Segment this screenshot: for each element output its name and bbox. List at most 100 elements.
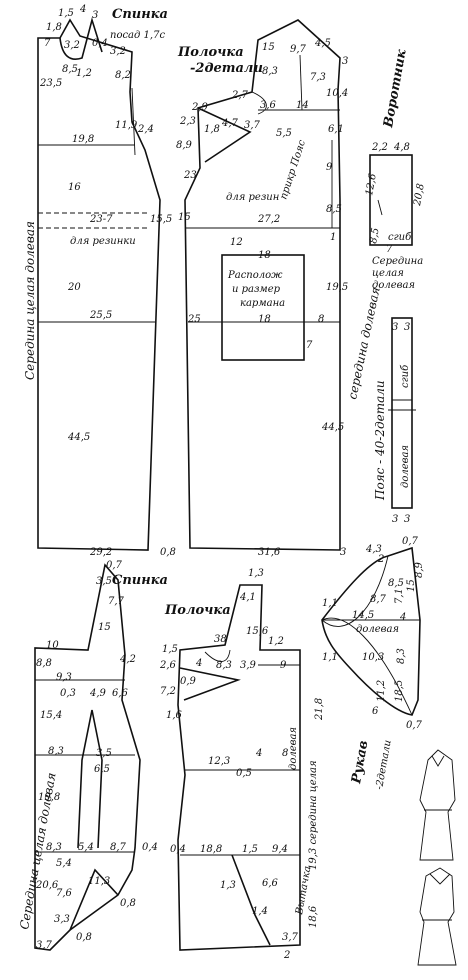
num-b9: 0,3	[60, 688, 76, 699]
num-b22: 5,4	[56, 858, 72, 869]
dress-illustration-back	[417, 867, 457, 966]
num-n55: 44,5	[321, 422, 344, 433]
num-n16: 16	[68, 182, 81, 193]
num-b55: 3,7	[282, 932, 299, 943]
num-b32: 38	[214, 634, 227, 645]
dress-illustration-front	[419, 749, 456, 861]
num-b23: 7,6	[56, 888, 73, 899]
num-n30: 2,7	[231, 90, 249, 101]
num-b6: 10	[46, 640, 59, 651]
num-b7: 8,8	[36, 658, 52, 669]
num-b35: 2,6	[159, 660, 177, 671]
num-n15: 19,8	[72, 134, 94, 145]
sgib-belt: сгиб	[400, 364, 411, 388]
num-b63: 15	[406, 579, 417, 592]
dlya-rezinki-text: для резинки	[70, 236, 136, 247]
num-n49: 1	[330, 232, 336, 243]
num-b60: 0,7	[402, 536, 419, 547]
dlya-rezin-text: для резин	[226, 192, 279, 203]
poyas-dolevaya: долевая	[400, 445, 411, 488]
back-top-piece	[37, 17, 161, 551]
num-n9: 0,4	[92, 38, 108, 49]
num-b40: 7,2	[160, 686, 176, 697]
num-b24: 11,3	[88, 876, 110, 887]
num-n50: 19,5	[326, 282, 348, 293]
num-b67: 4	[399, 612, 406, 623]
num-b42: 1,6	[166, 710, 183, 721]
num-b10: 4,9	[89, 688, 107, 699]
num-n17: 23-7	[89, 214, 113, 225]
num-b46: 4	[255, 748, 262, 759]
seredina-left-vertical: Середина целая долевая	[23, 221, 37, 380]
num-b61: 8,7	[370, 594, 387, 605]
polochka-top-subtitle: -2детали	[190, 61, 263, 76]
num-b36: 4	[195, 658, 202, 669]
num-b12: 15,4	[40, 710, 62, 721]
num-n29: 7,3	[310, 72, 326, 83]
num-n20: 25,5	[89, 310, 112, 321]
front-top-piece	[184, 19, 341, 551]
num-b57b: 2	[377, 554, 384, 565]
num-n62: 8,5	[368, 227, 382, 245]
karmana-text: кармана	[240, 298, 285, 309]
num-b54: 1,4	[252, 906, 268, 917]
num-b37: 8,3	[216, 660, 232, 671]
num-b53: 6,6	[262, 878, 279, 889]
num-b69: 8,3	[396, 648, 407, 664]
num-b21: 20,6	[35, 880, 59, 891]
num-n21: 44,5	[67, 432, 90, 443]
num-n37: 14	[296, 100, 309, 111]
num-b52: 1,3	[220, 880, 236, 891]
num-b38: 3,9	[240, 660, 257, 671]
num-n46: 8,5	[326, 204, 342, 215]
num-n43: 9	[326, 162, 333, 173]
num-n18: 15,5	[150, 214, 172, 225]
num-b33: 1,2	[268, 636, 284, 647]
num-n41: 6,1	[328, 124, 344, 135]
num-b74: 6	[372, 706, 379, 717]
num-n28: 8,3	[262, 66, 278, 77]
num-b8: 9,3	[56, 672, 72, 683]
num-n13: 11,9	[115, 120, 138, 131]
num-b20: 0,4	[142, 842, 158, 853]
num-b72: 18,5	[394, 680, 405, 702]
num-n22: 29,2	[89, 547, 112, 558]
i-razmer-text: и размер	[232, 284, 281, 295]
num-b68: 10,3	[362, 652, 384, 663]
rukav-subtitle: -2детали	[374, 739, 394, 790]
vorotnik-mid-2: целая	[372, 268, 404, 279]
num-b2: 3,5	[96, 576, 112, 587]
num-b57: 2	[283, 950, 290, 961]
rukav-title: Рукав	[349, 739, 371, 785]
prikr-poyas-text: прикр Пояс	[278, 138, 308, 201]
num-b51: 9,4	[272, 844, 288, 855]
num-n26: 4,5	[314, 38, 331, 49]
num-n59: 4,8	[393, 142, 410, 153]
polochka-bottom-title: Полочка	[164, 603, 231, 618]
num-b43: 21,8	[314, 698, 325, 721]
num-n19: 20	[67, 282, 81, 293]
num-n61: 20,8	[412, 183, 427, 208]
num-b73: 0,7	[406, 720, 423, 731]
num-n2: 4	[79, 4, 86, 15]
num-b3: 7,7	[108, 596, 125, 607]
vorotnik-mid-1: Середина	[372, 256, 423, 267]
seredina-tselaya-bottom: 19,3 середина целая	[308, 760, 319, 870]
num-n5: 7	[44, 38, 51, 49]
num-n57: 3	[340, 547, 346, 558]
vorotnik-title: Воротник	[381, 48, 410, 129]
num-n67: 3	[404, 514, 410, 525]
num-n7: 8,5	[62, 64, 78, 75]
num-n42: 23	[183, 170, 197, 181]
num-b16: 19,8	[38, 792, 60, 803]
num-n36: 3,6	[260, 100, 277, 111]
num-n23: 0,8	[160, 547, 176, 558]
num-n33: 1,8	[204, 124, 220, 135]
num-n35: 3,7	[244, 120, 261, 131]
num-n31: 2,9	[191, 102, 209, 113]
collar-piece	[369, 154, 413, 246]
front-bottom-piece	[177, 584, 301, 951]
num-b62: 7,1	[394, 588, 405, 604]
